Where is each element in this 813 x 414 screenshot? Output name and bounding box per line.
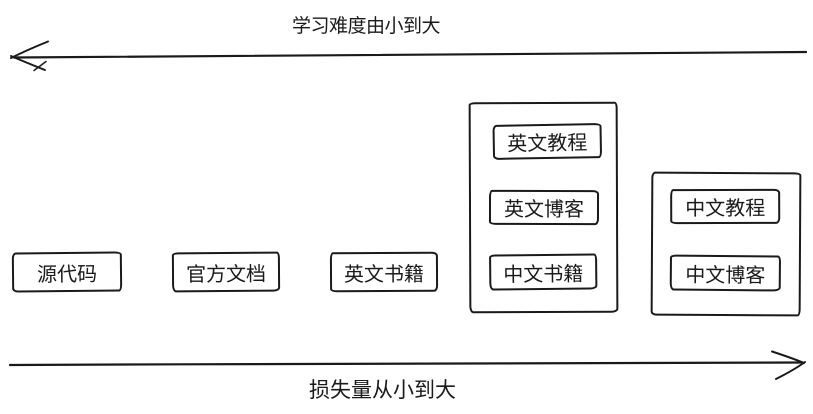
box-chinese-blogs: 中文博客: [669, 254, 782, 292]
box-chinese-tutorials: 中文教程: [670, 188, 781, 225]
box-english-books: 英文书籍: [329, 251, 439, 293]
bottom-axis-arrow-right: [8, 350, 806, 380]
box-chinese-books: 中文书籍: [489, 253, 598, 291]
box-source-code: 源代码: [11, 251, 123, 293]
bottom-axis-line: [8, 361, 804, 367]
box-official-docs: 官方文档: [171, 251, 281, 293]
box-english-tutorials: 英文教程: [492, 123, 603, 160]
top-axis-arrowhead-scribble: [33, 60, 47, 72]
top-axis-line: [12, 50, 808, 59]
bottom-axis-label: 损失量从小到大: [309, 379, 456, 402]
top-axis-label: 学习难度由小到大: [292, 16, 441, 37]
group-box-mixed-difficulty: 英文教程 英文博客 中文书籍: [468, 101, 619, 314]
box-english-blogs: 英文博客: [488, 189, 600, 226]
top-axis-arrowhead-lower: [10, 55, 46, 71]
bottom-axis-arrowhead-lower: [775, 361, 806, 380]
bottom-axis-arrowhead-upper: [771, 350, 805, 364]
top-axis-arrow-left: [10, 40, 808, 72]
top-axis-arrowhead-upper: [10, 40, 49, 59]
group-box-chinese: 中文教程 中文博客: [650, 171, 802, 317]
